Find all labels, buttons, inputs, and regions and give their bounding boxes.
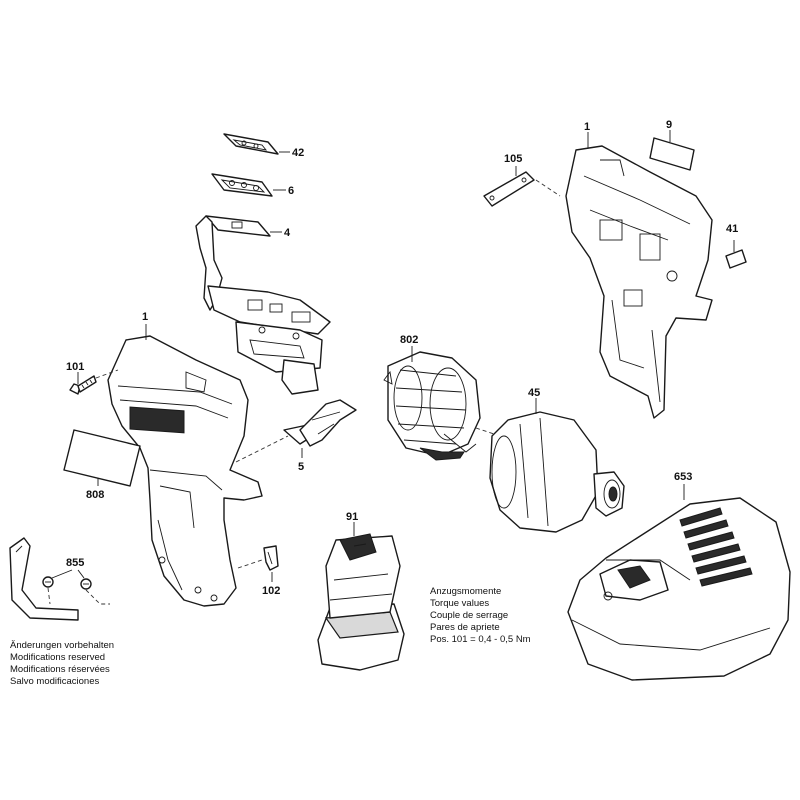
callout-45: 45 [528, 387, 540, 399]
modifications-line4: Salvo modificaciones [10, 676, 99, 687]
callout-653: 653 [674, 471, 692, 483]
part-802-motor [383, 351, 495, 461]
callout-4: 4 [284, 227, 291, 239]
callout-102: 102 [262, 585, 280, 597]
part-91-battery [317, 533, 405, 671]
charger-vent-grille [679, 507, 753, 587]
callout-91: 91 [346, 511, 358, 523]
torque-note-line1: Anzugsmomente [430, 586, 501, 597]
part-653-charger [567, 497, 791, 681]
part-6-switch-cover [211, 173, 273, 197]
leader-855-b [77, 569, 85, 579]
torque-note-line2: Torque values [430, 598, 489, 609]
torque-note-line5: Pos. 101 = 0,4 - 0,5 Nm [430, 634, 531, 645]
part-855-belt-clip [9, 537, 110, 621]
callout-42: 42 [292, 147, 304, 159]
part-9-label [649, 137, 695, 171]
part-102-clip [237, 545, 279, 571]
part-105-plate [483, 171, 561, 207]
part-808-label [63, 429, 141, 487]
part-1-housing-left [107, 335, 263, 607]
modifications-line3: Modifications réservées [10, 664, 110, 675]
callout-808: 808 [86, 489, 104, 501]
part-101-screw [69, 369, 119, 395]
part-41-label [725, 249, 747, 269]
modifications-line1: Änderungen vorbehalten [10, 640, 114, 651]
callout-5: 5 [298, 461, 304, 473]
callout-41: 41 [726, 223, 738, 235]
torque-note: Anzugsmomente Torque values Couple de se… [430, 586, 531, 645]
callout-802: 802 [400, 334, 418, 346]
callout-6: 6 [288, 185, 294, 197]
part-4-switch-assembly [195, 215, 331, 395]
callout-855: 855 [66, 557, 84, 569]
part-45-gear-mechanism [489, 411, 625, 533]
callout-101: 101 [66, 361, 84, 373]
callout-105: 105 [504, 153, 522, 165]
modifications-note: Änderungen vorbehalten Modifications res… [10, 640, 114, 687]
callout-9: 9 [666, 119, 672, 131]
callout-1-right: 1 [584, 121, 590, 133]
part-42-membrane [223, 133, 279, 155]
part-1-housing-right [565, 145, 713, 419]
modifications-line2: Modifications reserved [10, 652, 105, 663]
callout-1-left: 1 [142, 311, 148, 323]
torque-note-line4: Pares de apriete [430, 622, 500, 633]
leader-855-a [51, 569, 73, 579]
part-5-slide [235, 399, 357, 463]
torque-note-line3: Couple de serrage [430, 610, 508, 621]
